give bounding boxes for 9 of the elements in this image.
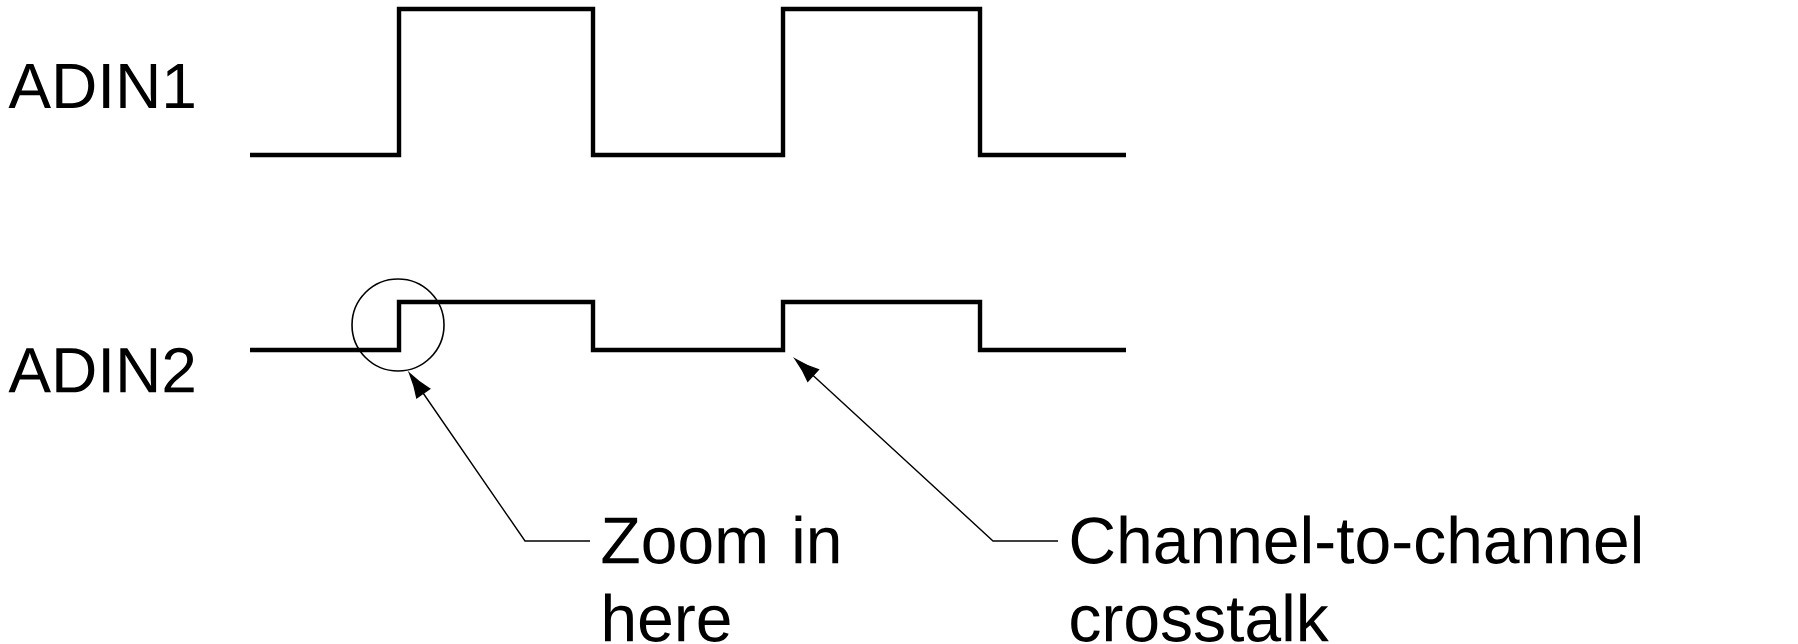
circle-marker xyxy=(351,278,445,372)
callout-text: Channel-to-channel crosstalk xyxy=(1071,515,1640,642)
signal-label: ADIN2 xyxy=(8,347,194,393)
signal-label: ADIN1 xyxy=(8,64,194,108)
leader-line xyxy=(794,358,1059,542)
leader-line xyxy=(408,372,591,542)
callout-text: Zoom in here xyxy=(602,515,839,642)
waveform xyxy=(250,299,1126,353)
waveform xyxy=(250,6,1126,158)
